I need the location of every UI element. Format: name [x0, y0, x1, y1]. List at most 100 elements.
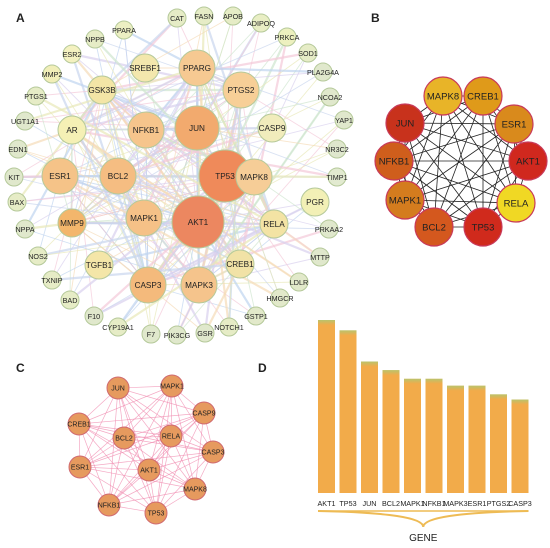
- node-a-akt1[interactable]: AKT1: [171, 195, 225, 249]
- node-a-ptgs1[interactable]: PTGS1: [24, 86, 48, 106]
- node-c-bcl2[interactable]: BCL2: [112, 426, 136, 450]
- node-a-timp1[interactable]: TIMP1: [326, 167, 348, 187]
- node-b-jun[interactable]: JUN: [385, 103, 425, 143]
- node-a-sod1[interactable]: SOD1: [298, 43, 318, 63]
- node-label: NPPA: [15, 225, 34, 234]
- node-label: APOB: [223, 12, 243, 21]
- node-c-mapk1[interactable]: MAPK1: [160, 374, 184, 398]
- edge: [404, 122, 484, 228]
- node-a-mapk1[interactable]: MAPK1: [125, 199, 163, 237]
- node-a-jun[interactable]: JUN: [174, 105, 220, 151]
- node-a-ptgs2[interactable]: PTGS2: [222, 71, 260, 109]
- node-a-srebf1[interactable]: SREBF1: [129, 53, 161, 83]
- node-label: CREB1: [467, 92, 499, 103]
- node-c-tp53[interactable]: TP53: [144, 501, 168, 525]
- node-c-creb1[interactable]: CREB1: [67, 412, 91, 436]
- node-a-gstp1[interactable]: GSTP1: [244, 306, 268, 326]
- node-a-rela[interactable]: RELA: [259, 209, 289, 239]
- node-a-cyp19a1[interactable]: CYP19A1: [102, 317, 134, 337]
- node-a-nfkb1[interactable]: NFKB1: [127, 111, 165, 149]
- node-a-ugt1a1[interactable]: UGT1A1: [11, 111, 39, 131]
- node-a-nppa[interactable]: NPPA: [15, 219, 35, 239]
- node-a-gsr[interactable]: GSR: [195, 323, 215, 343]
- node-b-mapk1[interactable]: MAPK1: [385, 180, 425, 220]
- edge: [78, 385, 173, 425]
- node-a-pgr[interactable]: PGR: [300, 187, 330, 217]
- node-a-bcl2[interactable]: BCL2: [99, 157, 137, 195]
- node-label: CREB1: [67, 422, 90, 429]
- node-a-ldlr[interactable]: LDLR: [289, 272, 309, 292]
- node-a-creb1[interactable]: CREB1: [225, 249, 255, 279]
- node-a-mapk3[interactable]: MAPK3: [180, 266, 218, 304]
- node-a-bax[interactable]: BAX: [7, 192, 27, 212]
- node-c-casp3[interactable]: CASP3: [201, 440, 225, 464]
- node-circle: [463, 76, 503, 116]
- node-label: RELA: [162, 434, 181, 441]
- node-a-notch1[interactable]: NOTCH1: [214, 317, 244, 337]
- node-b-akt1[interactable]: AKT1: [508, 141, 548, 181]
- edge: [100, 89, 146, 219]
- node-a-gsk3b[interactable]: GSK3B: [87, 75, 117, 105]
- node-c-esr1[interactable]: ESR1: [68, 455, 92, 479]
- node-a-nr3c2[interactable]: NR3C2: [325, 139, 349, 159]
- node-b-creb1[interactable]: CREB1: [463, 76, 503, 116]
- node-a-nos2[interactable]: NOS2: [28, 246, 48, 266]
- node-label: BAD: [63, 296, 78, 305]
- tick-label-mapk1: MAPK1: [400, 499, 424, 508]
- node-label: CYP19A1: [102, 323, 134, 332]
- node-a-casp9[interactable]: CASP9: [257, 113, 287, 143]
- node-b-esr1[interactable]: ESR1: [494, 104, 534, 144]
- node-a-ncoa2[interactable]: NCOA2: [318, 87, 343, 107]
- node-a-mapk8[interactable]: MAPK8: [235, 158, 273, 196]
- node-c-jun[interactable]: JUN: [106, 376, 130, 400]
- edge: [79, 385, 173, 468]
- node-a-pik3cg[interactable]: PIK3CG: [164, 325, 191, 345]
- node-c-mapk8[interactable]: MAPK8: [183, 477, 207, 501]
- node-c-casp9[interactable]: CASP9: [192, 401, 216, 425]
- node-a-f7[interactable]: F7: [141, 324, 161, 344]
- node-circle: [225, 249, 255, 279]
- node-a-fasn[interactable]: FASN: [194, 6, 214, 26]
- node-a-nppb[interactable]: NPPB: [85, 29, 105, 49]
- node-a-prkaa2[interactable]: PRKAA2: [315, 219, 343, 239]
- node-a-edn1[interactable]: EDN1: [8, 139, 28, 159]
- node-label: CAT: [170, 14, 184, 23]
- node-a-pparg[interactable]: PPARG: [178, 49, 216, 87]
- node-b-rela[interactable]: RELA: [496, 183, 536, 223]
- node-a-mmp9[interactable]: MMP9: [57, 208, 87, 238]
- edge: [117, 387, 150, 471]
- node-c-nfkb1[interactable]: NFKB1: [97, 493, 121, 517]
- node-b-tp53[interactable]: TP53: [463, 207, 503, 247]
- node-a-yap1[interactable]: YAP1: [334, 110, 354, 130]
- node-a-cat[interactable]: CAT: [167, 8, 187, 28]
- node-a-pla2g4a[interactable]: PLA2G4A: [307, 62, 339, 82]
- edge: [101, 17, 178, 91]
- node-b-mapk8[interactable]: MAPK8: [423, 76, 463, 116]
- node-a-tgfb1[interactable]: TGFB1: [84, 250, 114, 280]
- edge: [24, 120, 198, 129]
- node-c-akt1[interactable]: AKT1: [137, 458, 161, 482]
- bar-cap: [382, 370, 400, 376]
- node-a-apob[interactable]: APOB: [223, 6, 243, 26]
- node-b-nfkb1[interactable]: NFKB1: [374, 141, 414, 181]
- node-a-esr2[interactable]: ESR2: [62, 44, 82, 64]
- node-a-ar[interactable]: AR: [57, 115, 87, 145]
- node-a-prkca[interactable]: PRKCA: [275, 27, 300, 47]
- bar-cap: [447, 385, 464, 391]
- node-c-rela[interactable]: RELA: [159, 424, 183, 448]
- node-a-casp3[interactable]: CASP3: [129, 266, 167, 304]
- node-a-hmgcr[interactable]: HMGCR: [266, 288, 294, 308]
- bar-esr1: [468, 385, 486, 493]
- node-a-kit[interactable]: KIT: [4, 167, 24, 187]
- node-a-f10[interactable]: F10: [84, 306, 104, 326]
- node-a-bad[interactable]: BAD: [60, 290, 80, 310]
- node-label: TXNIP: [41, 276, 62, 285]
- node-a-ppara[interactable]: PPARA: [112, 20, 136, 40]
- node-a-mttp[interactable]: MTTP: [310, 247, 330, 267]
- node-a-txnip[interactable]: TXNIP: [41, 270, 63, 290]
- node-a-esr1[interactable]: ESR1: [41, 157, 79, 195]
- node-b-bcl2[interactable]: BCL2: [414, 207, 454, 247]
- node-a-adipoq[interactable]: ADIPOQ: [247, 13, 275, 33]
- edge: [94, 38, 226, 177]
- node-a-mmp2[interactable]: MMP2: [42, 64, 63, 84]
